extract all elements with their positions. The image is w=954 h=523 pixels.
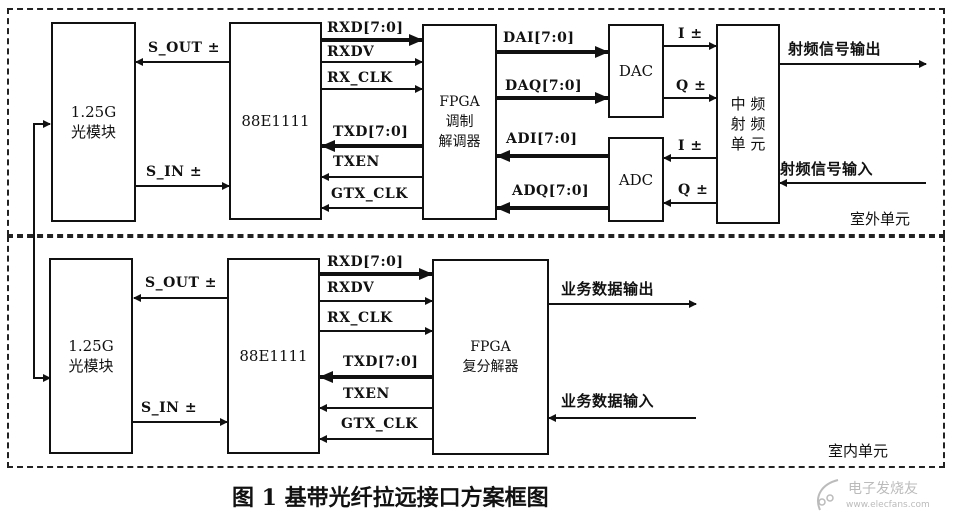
label-rf-in: 射频信号输入: [780, 160, 874, 178]
label-indoor-s-in: S_IN ±: [141, 400, 198, 416]
label-indoor-gtx-clk: GTX_CLK: [341, 416, 418, 432]
indoor-fpga-mux: FPGA 复分解器: [432, 259, 549, 455]
label-indoor-txd: TXD[7:0]: [343, 354, 419, 370]
indoor-optical-module: 1.25G 光模块: [49, 258, 133, 454]
outdoor-phy-88e1111: 88E1111: [229, 22, 322, 220]
outdoor-unit-title: 室外单元: [850, 210, 911, 228]
label-rxd: RXD[7:0]: [327, 20, 404, 36]
label-adc-i: I ±: [678, 138, 703, 154]
label-indoor-s-out: S_OUT ±: [145, 275, 218, 291]
label-adc-q: Q ±: [678, 182, 709, 198]
label-txen: TXEN: [333, 154, 380, 170]
label-gtx-clk: GTX_CLK: [331, 186, 408, 202]
label-dai: DAI[7:0]: [503, 30, 575, 46]
adc-block: ADC: [608, 137, 664, 222]
dac-block: DAC: [608, 24, 664, 118]
indoor-phy-88e1111: 88E1111: [227, 258, 320, 454]
label-daq: DAQ[7:0]: [505, 78, 583, 94]
label-indoor-rx-clk: RX_CLK: [327, 310, 393, 326]
if-rf-unit: 中 频 射 频 单 元: [716, 24, 780, 224]
label-txd: TXD[7:0]: [333, 124, 409, 140]
label-indoor-rxdv: RXDV: [327, 280, 375, 296]
label-rx-clk: RX_CLK: [327, 70, 393, 86]
label-indoor-txen: TXEN: [343, 386, 390, 402]
label-adi: ADI[7:0]: [506, 131, 578, 147]
outdoor-optical-module: 1.25G 光模块: [51, 22, 136, 222]
label-data-out: 业务数据输出: [561, 280, 655, 298]
label-s-in: S_IN ±: [146, 164, 203, 180]
label-rxdv: RXDV: [327, 44, 375, 60]
label-adq: ADQ[7:0]: [512, 183, 590, 199]
label-dac-i: I ±: [678, 26, 703, 42]
watermark-text: 电子发烧友: [848, 481, 918, 497]
outdoor-fpga-modem: FPGA 调制 解调器: [422, 24, 497, 220]
figure-caption: 图 1 基带光纤拉远接口方案框图: [232, 485, 549, 511]
outdoor-unit-region: [7, 8, 945, 236]
label-indoor-rxd: RXD[7:0]: [327, 254, 404, 270]
label-data-in: 业务数据输入: [561, 392, 655, 410]
watermark-logo-icon: [817, 479, 839, 511]
label-dac-q: Q ±: [676, 78, 707, 94]
label-rf-out: 射频信号输出: [788, 40, 882, 58]
watermark-url: www.elecfans.com: [846, 500, 930, 510]
label-s-out: S_OUT ±: [148, 40, 221, 56]
indoor-unit-region: [7, 236, 945, 468]
indoor-unit-title: 室内单元: [828, 442, 889, 460]
